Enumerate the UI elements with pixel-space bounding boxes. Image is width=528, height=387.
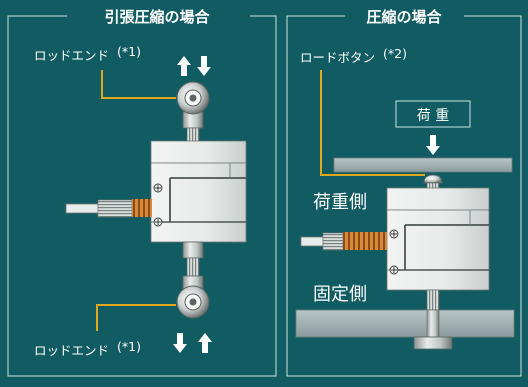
- load-side-label: 荷重側: [313, 192, 367, 213]
- rod-end-top-note: (*1): [117, 44, 141, 59]
- arrow-up-icon: [198, 333, 212, 353]
- fixing-bolt-thread: [426, 289, 440, 311]
- load-button-note: (*2): [383, 46, 407, 61]
- arrow-down-icon: [197, 56, 211, 76]
- load-box-label: 荷 重: [417, 108, 449, 124]
- fixing-bolt-head: [413, 336, 453, 350]
- rod-end-bottom: [176, 275, 210, 319]
- fixed-side-label: 固定側: [313, 284, 367, 305]
- load-cell-right: [386, 187, 490, 291]
- right-panel-title: 圧縮の場合: [366, 8, 442, 26]
- load-box: [395, 100, 471, 128]
- spring-icon: [132, 199, 152, 217]
- cable-right: [300, 232, 344, 251]
- rod-end-top-label: ロッドエンド: [34, 48, 109, 63]
- left-panel-frame: [7, 15, 277, 377]
- arrow-up-icon: [177, 56, 191, 76]
- arrow-down-icon: [173, 333, 187, 353]
- left-panel-title: 引張圧縮の場合: [104, 8, 210, 26]
- load-button-leader: [320, 70, 425, 176]
- rod-end-bottom-leader: [96, 304, 176, 331]
- rod-end-top-leader: [101, 70, 176, 99]
- rod-end-bottom-label: ロッドエンド: [34, 343, 109, 358]
- arrow-down-icon: [426, 135, 440, 155]
- load-button-label: ロードボタン: [300, 50, 375, 65]
- right-panel-frame: [286, 15, 522, 377]
- screw-icon: [153, 183, 163, 227]
- fixing-bolt-shank: [426, 309, 440, 338]
- load-cell-left: [150, 140, 247, 243]
- spring-icon: [343, 232, 387, 250]
- rod-end-top: [176, 81, 210, 129]
- load-plate: [333, 157, 513, 173]
- bottom-thread: [186, 257, 200, 277]
- bottom-nut: [182, 241, 204, 259]
- rod-end-bottom-note: (*1): [117, 339, 141, 354]
- cable-left: [65, 199, 133, 218]
- base-plate: [295, 309, 515, 338]
- screw-icon: [389, 229, 399, 275]
